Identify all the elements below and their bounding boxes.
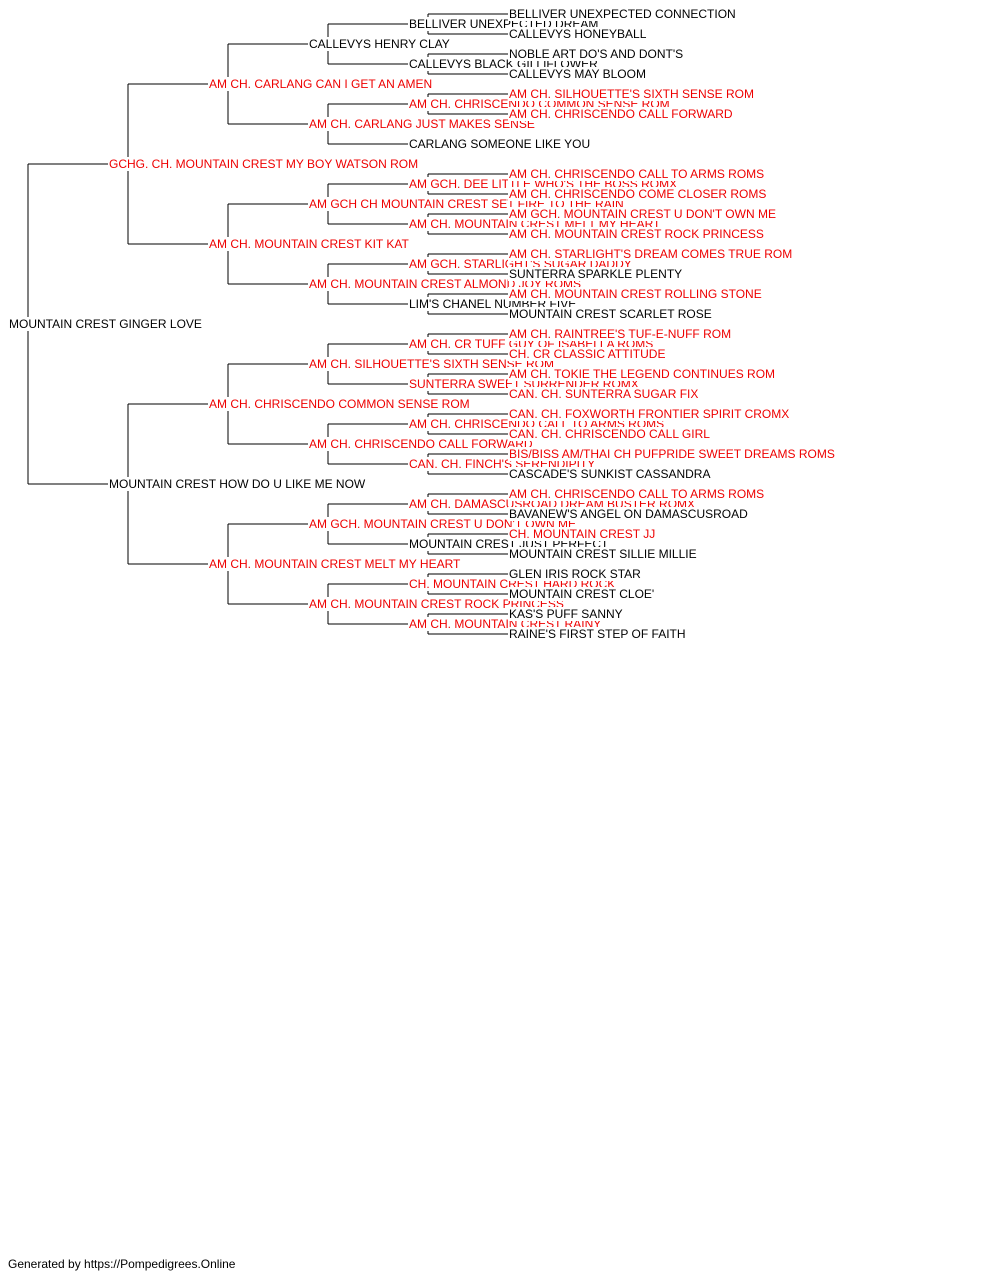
ancestor-name: BELLIVER UNEXPECTED CONNECTION (508, 7, 737, 21)
ancestor-name: MOUNTAIN CREST SILLIE MILLIE (508, 547, 698, 561)
ancestor-name: KAS'S PUFF SANNY (508, 607, 624, 621)
ancestor-name: BAVANEW'S ANGEL ON DAMASCUSROAD (508, 507, 749, 521)
ancestor-name: AM CH. CARLANG JUST MAKES SENSE (308, 117, 536, 131)
ancestor-name: MOUNTAIN CREST HOW DO U LIKE ME NOW (108, 477, 367, 491)
ancestor-name: AM GCH. MOUNTAIN CREST U DON'T OWN ME (508, 207, 777, 221)
ancestor-name: CAN. CH. FOXWORTH FRONTIER SPIRIT CROMX (508, 407, 791, 421)
ancestor-name: AM CH. SILHOUETTE'S SIXTH SENSE ROM (508, 87, 755, 101)
ancestor-name: CALLEVYS MAY BLOOM (508, 67, 647, 81)
ancestor-name: CAN. CH. CHRISCENDO CALL GIRL (508, 427, 711, 441)
ancestor-name: CARLANG SOMEONE LIKE YOU (408, 137, 592, 151)
ancestor-name: AM CH. CHRISCENDO CALL FORWARD (308, 437, 534, 451)
ancestor-name: BIS/BISS AM/THAI CH PUFPRIDE SWEET DREAM… (508, 447, 836, 461)
ancestor-name: AM CH. CHRISCENDO COME CLOSER ROMS (508, 187, 768, 201)
ancestor-name: AM CH. MOUNTAIN CREST KIT KAT (208, 237, 410, 251)
ancestor-name: CH. MOUNTAIN CREST JJ (508, 527, 657, 541)
ancestor-name: AM CH. MOUNTAIN CREST ROCK PRINCESS (508, 227, 765, 241)
ancestor-name: SUNTERRA SPARKLE PLENTY (508, 267, 684, 281)
ancestor-name: CALLEVYS HENRY CLAY (308, 37, 451, 51)
ancestor-name: AM CH. MOUNTAIN CREST MELT MY HEART (208, 557, 462, 571)
footer-credit: Generated by https://Pompedigrees.Online (8, 1257, 236, 1271)
ancestor-name: AM CH. CARLANG CAN I GET AN AMEN (208, 77, 434, 91)
ancestor-name: AM CH. CHRISCENDO CALL TO ARMS ROMS (508, 487, 766, 501)
ancestor-name: AM CH. MOUNTAIN CREST ROCK PRINCESS (308, 597, 565, 611)
ancestor-name: RAINE'S FIRST STEP OF FAITH (508, 627, 687, 641)
ancestor-name: AM CH. RAINTREE'S TUF-E-NUFF ROM (508, 327, 733, 341)
subject-dog-name: MOUNTAIN CREST GINGER LOVE (8, 317, 203, 331)
ancestor-name: AM CH. CHRISCENDO CALL FORWARD (508, 107, 734, 121)
ancestor-name: AM CH. STARLIGHT'S DREAM COMES TRUE ROM (508, 247, 794, 261)
ancestor-name: AM CH. CHRISCENDO COMMON SENSE ROM (208, 397, 471, 411)
ancestor-name: MOUNTAIN CREST SCARLET ROSE (508, 307, 713, 321)
ancestor-name: NOBLE ART DO'S AND DONT'S (508, 47, 685, 61)
ancestor-name: AM CH. CHRISCENDO CALL TO ARMS ROMS (508, 167, 766, 181)
ancestor-name: CH. CR CLASSIC ATTITUDE (508, 347, 667, 361)
ancestor-name: AM CH. SILHOUETTE'S SIXTH SENSE ROM (308, 357, 555, 371)
ancestor-name: MOUNTAIN CREST CLOE' (508, 587, 656, 601)
ancestor-name: GCHG. CH. MOUNTAIN CREST MY BOY WATSON R… (108, 157, 420, 171)
ancestor-name: CALLEVYS HONEYBALL (508, 27, 648, 41)
ancestor-name: GLEN IRIS ROCK STAR (508, 567, 642, 581)
ancestor-name: CAN. CH. SUNTERRA SUGAR FIX (508, 387, 700, 401)
ancestor-name: AM CH. MOUNTAIN CREST ROLLING STONE (508, 287, 763, 301)
ancestor-name: AM CH. TOKIE THE LEGEND CONTINUES ROM (508, 367, 777, 381)
ancestor-name: CASCADE'S SUNKIST CASSANDRA (508, 467, 712, 481)
